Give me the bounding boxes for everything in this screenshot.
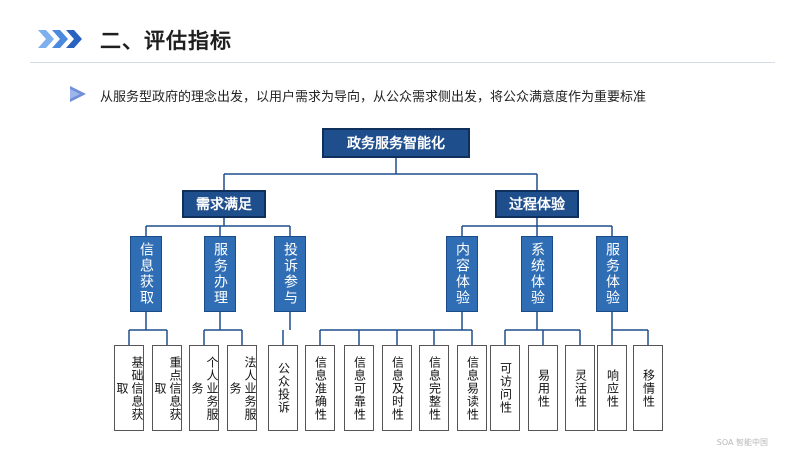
group-node: 服务体验 (596, 236, 628, 312)
leaf-node: 信息完整性 (419, 345, 449, 431)
leaf-node: 信息易读性 (457, 345, 487, 431)
leaf-node: 基础信息获取 (114, 345, 144, 431)
intro-text: 从服务型政府的理念出发，以用户需求为导向，从公众需求侧出发，将公众满意度作为重要… (100, 90, 647, 105)
leaf-node: 移情性 (633, 345, 663, 431)
branch-node-1: 需求满足 (182, 190, 266, 218)
leaf-node: 信息可靠性 (344, 345, 374, 431)
leaf-node: 易用性 (528, 345, 558, 431)
page-title: 二、评估指标 (100, 29, 232, 53)
header-divider (30, 62, 775, 63)
leaf-node: 信息准确性 (305, 345, 335, 431)
branch-node-2: 过程体验 (495, 190, 579, 218)
leaf-node: 公众投诉 (268, 345, 298, 431)
group-node: 投诉参与 (274, 236, 306, 312)
group-node: 服务办理 (204, 236, 236, 312)
leaf-node: 可访问性 (490, 345, 520, 431)
watermark: SOA 智能中国 (716, 438, 768, 447)
group-node: 信息获取 (130, 236, 162, 312)
root-node: 政务服务智能化 (322, 128, 470, 158)
leaf-node: 信息及时性 (382, 345, 412, 431)
play-triangle-icon (70, 86, 86, 102)
leaf-node: 灵活性 (565, 345, 595, 431)
leaf-node: 响应性 (597, 345, 627, 431)
leaf-node: 法人业务服务 (227, 345, 257, 431)
group-node: 内容体验 (446, 236, 478, 312)
leaf-node: 个人业务服务 (189, 345, 219, 431)
header: 二、评估指标 (0, 0, 800, 62)
group-node: 系统体验 (521, 236, 553, 312)
leaf-node: 重点信息获取 (152, 345, 182, 431)
triple-chevron-icon (38, 30, 82, 48)
